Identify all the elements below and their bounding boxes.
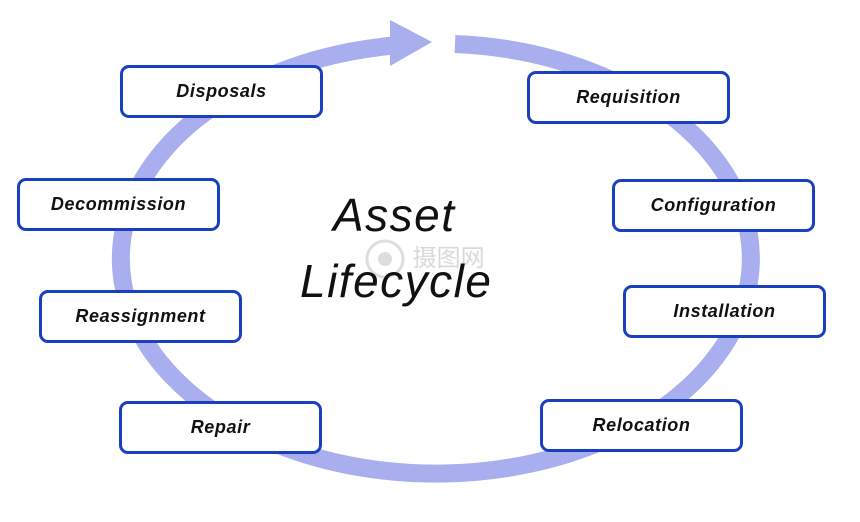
diagram-title-line-1: Asset: [333, 189, 456, 241]
stage-label: Reassignment: [75, 306, 206, 326]
stage-label: Disposals: [176, 81, 267, 101]
stage-label: Decommission: [50, 194, 187, 214]
arrowhead-icon: [390, 20, 432, 66]
watermark-camera-icon: [365, 239, 405, 279]
stage-box-installation: Installation: [623, 285, 826, 338]
stage-label: Configuration: [650, 195, 777, 215]
stage-label: Relocation: [592, 415, 691, 435]
stage-label: Installation: [673, 301, 776, 321]
stage-box-disposals: Disposals: [120, 65, 323, 118]
cycle-ring: [111, 35, 760, 483]
watermark-text: 摄图网: [412, 244, 485, 272]
stage-box-repair: Repair: [119, 401, 322, 454]
stage-box-relocation: Relocation: [540, 399, 743, 452]
stage-label: Repair: [190, 417, 251, 437]
stage-box-decommission: Decommission: [17, 178, 220, 231]
stage-box-reassignment: Reassignment: [39, 290, 242, 343]
stage-box-configuration: Configuration: [612, 179, 815, 232]
diagram-title-line-2: Lifecycle: [300, 255, 493, 307]
stage-label: Requisition: [576, 87, 681, 107]
stage-box-requisition: Requisition: [527, 71, 730, 124]
watermark: 摄图网: [365, 238, 485, 279]
